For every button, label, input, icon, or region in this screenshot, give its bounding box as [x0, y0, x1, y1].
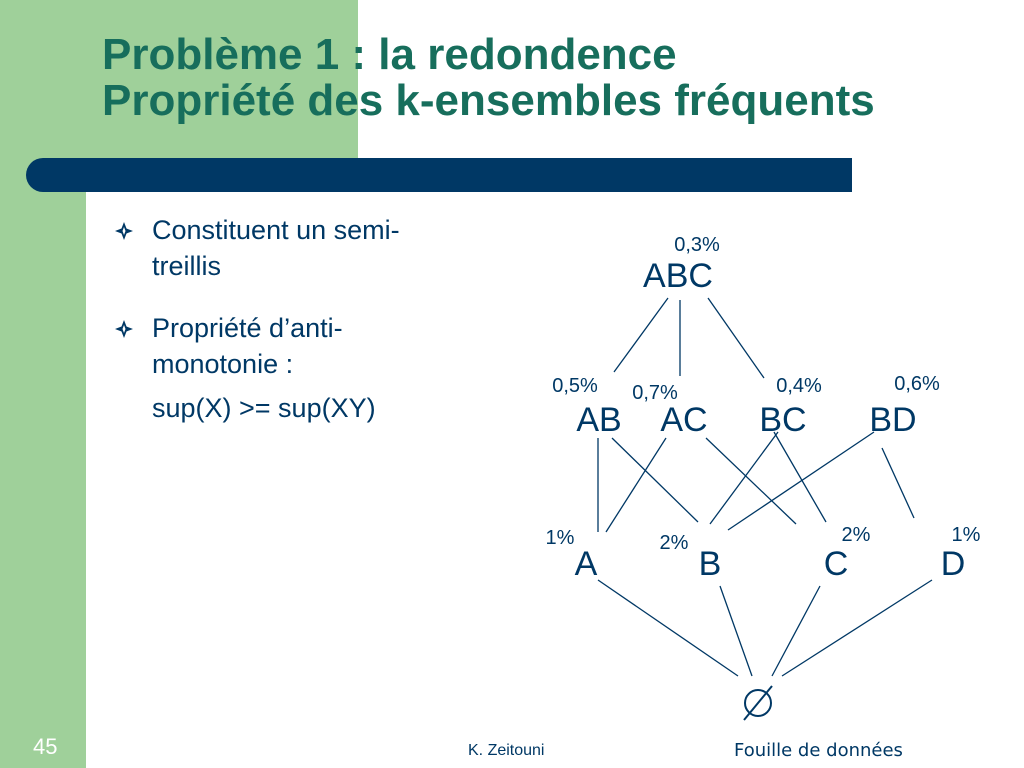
edge-bc-b [709, 431, 779, 525]
node-support-label: 2% [660, 532, 689, 554]
empty-set-icon [744, 689, 772, 717]
top-decorative-block [0, 0, 358, 170]
node-label: ABC [643, 257, 713, 295]
lattice-node-c: C2% [824, 524, 871, 583]
node-support-label: 2% [842, 524, 871, 546]
edge-bd-b [727, 431, 875, 531]
lattice-node-ab: AB 0,5% [552, 375, 621, 439]
edge-ac-c [705, 437, 797, 525]
slide-number: 45 [33, 734, 58, 759]
lattice-node-bc: BC 0,4% [759, 375, 822, 439]
bullet-text-continued: treillis [152, 251, 222, 281]
edge-abc-bc [707, 297, 765, 379]
node-support-label: 1% [546, 527, 575, 549]
bullet-semi-lattice: Constituent un semi- treillis [112, 212, 482, 284]
footer-author: K. Zeitouni [468, 742, 545, 759]
slide-title-line-1: Problème 1 : la redondence [102, 30, 677, 79]
lattice-edges [597, 297, 933, 677]
edge-bd-d [881, 447, 915, 519]
lattice-node-a: A1% [546, 527, 598, 583]
node-label: BC [759, 401, 806, 439]
slide-title-line-2: Propriété des k-ensembles fréquents [102, 76, 875, 125]
node-support-label: 0,4% [776, 375, 822, 397]
node-support-label: 0,5% [552, 375, 598, 397]
bullet-text: Propriété d’anti- [152, 313, 343, 343]
node-support-label: 0,3% [674, 234, 720, 256]
node-support-label: 1% [952, 524, 981, 546]
lattice-nodes: ABC0,3%AB0,5%AC0,7%BC0,4%BD0,6%A1%B2%C2%… [546, 234, 981, 721]
empty-set-slash [743, 685, 773, 721]
node-label: BD [869, 401, 916, 439]
node-support-label: 0,7% [632, 382, 678, 404]
lattice-node-empty [743, 685, 773, 721]
edge-ab-b [611, 437, 699, 523]
edge-c-empty [771, 585, 821, 677]
lattice-node-ac: AC0,7% [632, 382, 707, 439]
node-label: A [575, 545, 598, 583]
node-label: B [699, 545, 722, 583]
bullet-text: Constituent un semi- [152, 215, 400, 245]
node-support-label: 0,6% [894, 373, 940, 395]
bullet-formula: sup(X) >= sup(XY) [152, 393, 376, 423]
lattice-node-b: B 2% [660, 532, 722, 583]
edge-d-empty [781, 579, 933, 677]
footer-course: Fouille de données [734, 740, 903, 761]
edge-a-empty [597, 579, 739, 677]
slide-title: Problème 1 : la redondence Propriété des… [102, 32, 875, 124]
bullet-list: Constituent un semi- treillis Propriété … [112, 212, 482, 426]
title-underline-bar [26, 158, 852, 192]
node-label: C [824, 545, 849, 583]
diamond-bullet-icon [115, 222, 133, 240]
node-label: AB [576, 401, 621, 439]
bullet-anti-monotony: Propriété d’anti- monotonie : sup(X) >= … [112, 310, 482, 426]
node-label: AC [660, 401, 707, 439]
edge-ac-a [605, 437, 667, 533]
edge-b-empty [719, 585, 753, 677]
lattice-node-bd: BD 0,6% [869, 373, 940, 439]
diamond-bullet-icon [115, 320, 133, 338]
edge-bc-c [773, 431, 827, 523]
bullet-text-continued: monotonie : [152, 349, 294, 379]
edge-abc-ab [613, 297, 669, 373]
lattice-node-d: D1% [941, 524, 981, 583]
node-label: D [941, 545, 966, 583]
